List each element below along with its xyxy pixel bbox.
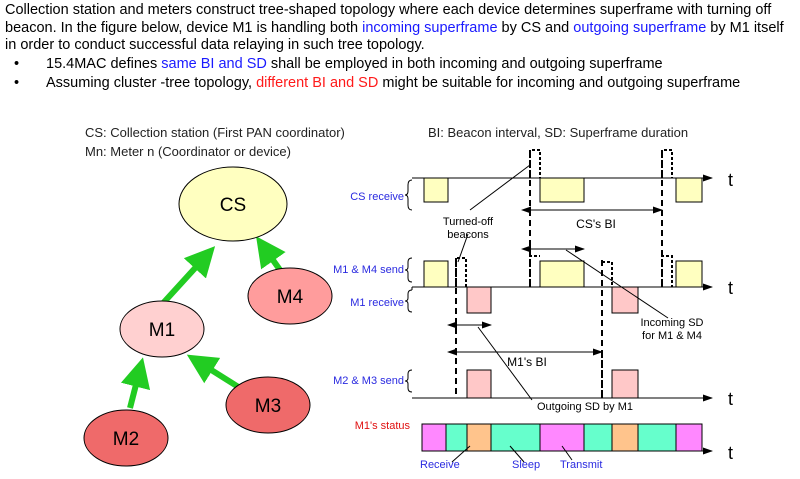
turned-off-label-2: beacons (447, 229, 489, 241)
status-legend-transmit: Transmit (560, 459, 602, 471)
brace-m2m3-send (404, 369, 413, 393)
beacon-m1-1 (455, 257, 467, 287)
bullet-1-highlight: same BI and SD (161, 56, 267, 72)
row-label-m2m3-send: M2 & M3 send (333, 375, 404, 387)
bullet-1-pre: 15.4MAC defines (46, 56, 162, 72)
bi-sd-definition: BI: Beacon interval, SD: Superframe dura… (428, 125, 688, 140)
block-m1-receive-1 (466, 286, 492, 314)
status-transmit-2 (539, 423, 585, 452)
bullet-1-post: shall be employed in both incoming and o… (266, 56, 663, 72)
status-transmit-1 (421, 423, 447, 452)
pointer-incoming-sd (565, 249, 669, 319)
pointer-transmit (561, 445, 573, 461)
axis-t-3: t (728, 389, 733, 409)
incoming-sd-label-2: for M1 & M4 (642, 330, 702, 342)
pointer-turned-off-2 (457, 233, 469, 263)
block-m1m4-1 (423, 260, 449, 288)
node-m2-label: M2 (113, 429, 139, 450)
pointer-outgoing-sd (477, 326, 533, 401)
row-label-m1-receive: M1 receive (350, 297, 404, 309)
cs-definition: CS: Collection station (First PAN coordi… (85, 125, 345, 140)
status-receive-2 (611, 423, 639, 452)
incoming-sd-label-1: Incoming SD (641, 317, 704, 329)
intro-text-1: Collection station and meters construct … (5, 2, 772, 36)
node-m4-label: M4 (277, 287, 304, 308)
status-legend-sleep: Sleep (512, 459, 540, 471)
pointer-sleep (509, 445, 525, 463)
brace-m1m4-send (404, 257, 413, 283)
node-cs-label: CS (220, 195, 246, 216)
outgoing-superframe-term: outgoing superframe (573, 19, 707, 36)
brace-cs-receive (404, 179, 413, 211)
bullet-2-post: might be suitable for incoming and outgo… (378, 75, 741, 91)
beacon-m1m4-2 (661, 255, 673, 287)
turned-off-label-1: Turned-off (443, 216, 494, 228)
bullet-same-bi-sd: •15.4MAC defines same BI and SD shall be… (14, 56, 663, 72)
intro-text-2: by CS and (497, 19, 574, 36)
arrow-m4-to-cs (256, 236, 286, 272)
status-sleep-4 (637, 423, 677, 452)
node-m3 (225, 376, 311, 434)
row-label-m1m4-send: M1 & M4 send (333, 264, 404, 276)
row-label-cs-receive: CS receive (350, 191, 404, 203)
block-m1m4-2 (539, 260, 585, 288)
node-cs (178, 166, 288, 242)
node-m3-label: M3 (255, 396, 281, 417)
block-cs-1 (423, 177, 449, 203)
row-label-m1-status: M1's status (355, 420, 411, 432)
arrow-m3-to-m1 (186, 354, 242, 391)
incoming-superframe-term: incoming superframe (362, 19, 498, 36)
mn-definition: Mn: Meter n (Coordinator or device) (85, 144, 291, 159)
block-cs-2 (539, 177, 585, 203)
pointer-receive (451, 445, 471, 463)
m1-bi-label: M1's BI (507, 355, 547, 369)
status-transmit-3 (675, 423, 703, 452)
brace-m1-receive (404, 289, 413, 313)
outgoing-sd-label: Outgoing SD by M1 (537, 401, 633, 413)
status-legend-receive: Receive (420, 459, 460, 471)
block-cs-3 (675, 177, 703, 203)
node-m1 (119, 300, 205, 358)
bullet-2-highlight: different BI and SD (256, 75, 379, 91)
cs-bi-label: CS's BI (576, 217, 616, 231)
node-m2 (83, 409, 169, 467)
axis-t-2: t (728, 278, 733, 298)
pointer-turned-off-1 (469, 164, 531, 211)
bullet-different-bi-sd: •Assuming cluster -tree topology, differ… (14, 75, 741, 91)
node-m1-label: M1 (149, 320, 175, 341)
block-m1-receive-2 (611, 286, 639, 314)
intro-text-3: by M1 itself in order to conduct success… (5, 19, 784, 54)
m1-status-bar (421, 423, 703, 452)
block-m1m4-3 (675, 260, 703, 288)
arrow-m2-to-m1 (120, 357, 151, 409)
node-m4 (247, 267, 333, 325)
status-receive-1 (466, 423, 492, 452)
axis-t-1: t (728, 170, 733, 190)
beacon-cs-2 (661, 149, 673, 178)
beacon-m1m4-1 (529, 255, 540, 287)
axis-t-4: t (728, 443, 733, 463)
beacon-cs-1 (529, 149, 541, 178)
intro-paragraph: Collection station and meters construct … (5, 2, 795, 55)
bullet-2-pre: Assuming cluster -tree topology, (46, 75, 257, 91)
block-m2m3-2 (611, 369, 639, 399)
block-m2m3-1 (466, 369, 492, 399)
status-sleep-1 (445, 423, 468, 452)
status-sleep-3 (583, 423, 613, 452)
status-sleep-2 (490, 423, 541, 452)
